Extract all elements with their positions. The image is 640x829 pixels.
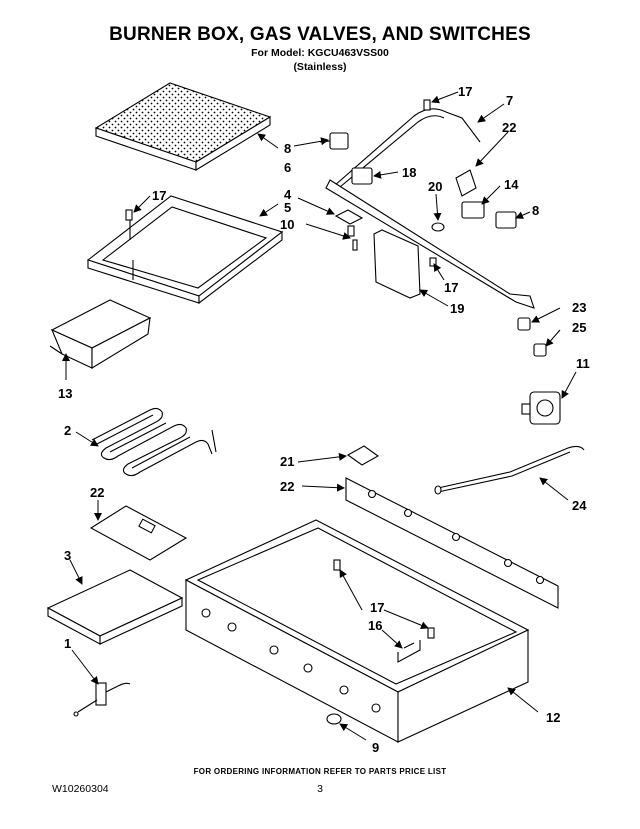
switch-part [73, 682, 131, 717]
callout-21: 21 [280, 454, 294, 469]
callout-17-bottom: 17 [370, 600, 384, 615]
callout-17-middle: 17 [444, 280, 458, 295]
callout-10: 10 [280, 217, 294, 232]
burner-box-part [184, 519, 530, 743]
callout-16: 16 [368, 618, 382, 633]
callout-20: 20 [428, 179, 442, 194]
heat-shield-plate-part [89, 505, 188, 561]
callout-14: 14 [504, 177, 519, 192]
callout-5: 5 [284, 200, 291, 215]
callout-13: 13 [58, 386, 72, 401]
callout-19: 19 [450, 301, 464, 316]
bracket-22-part [455, 169, 477, 197]
model-line: For Model: KGCU463VSS00 [251, 47, 389, 59]
callout-3: 3 [64, 548, 71, 563]
drip-tray-part [49, 299, 152, 369]
callout-11: 11 [576, 356, 590, 371]
callout-17-frame: 17 [152, 188, 166, 203]
callout-23: 23 [572, 300, 586, 315]
callout-6: 6 [284, 160, 291, 175]
gas-valve-14-part [461, 201, 485, 219]
callout-22-upper: 22 [502, 120, 516, 135]
fitting-25-part [533, 343, 547, 357]
finish-line: (Stainless) [293, 61, 347, 73]
ordering-note: FOR ORDERING INFORMATION REFER TO PARTS … [193, 767, 447, 776]
document-number: W10260304 [52, 783, 109, 795]
gas-tube-part [434, 445, 585, 495]
manifold-pipe-part [325, 108, 535, 309]
heating-element-part [91, 407, 217, 477]
fitting-23-part [517, 317, 531, 331]
callout-17-top: 17 [458, 84, 472, 99]
bottom-pan-part [46, 569, 184, 645]
bracket-16-part [397, 640, 421, 663]
gas-valve-18-part [351, 167, 373, 185]
burner-frame-part [86, 195, 284, 305]
small-plate-part [346, 445, 380, 466]
callout-8-lower: 8 [532, 203, 539, 218]
callout-25: 25 [572, 320, 586, 335]
callout-9: 9 [372, 740, 379, 755]
knob-9-part [326, 713, 342, 725]
callout-4: 4 [284, 187, 292, 202]
callout-labels: 17 7 22 8 6 18 20 14 8 17 4 5 10 17 19 2… [58, 84, 590, 755]
callout-7: 7 [506, 93, 513, 108]
callout-22-middle: 22 [280, 479, 294, 494]
callout-12: 12 [546, 710, 560, 725]
callout-2: 2 [64, 423, 71, 438]
page-number: 3 [317, 783, 323, 795]
callout-24: 24 [572, 498, 587, 513]
regulator-part [521, 391, 561, 425]
callout-8-upper: 8 [284, 141, 291, 156]
disc-part [431, 222, 445, 232]
perforated-panel-part [345, 477, 559, 609]
callout-1: 1 [64, 636, 71, 651]
burner-grate-part [94, 82, 272, 171]
clip-part [334, 209, 364, 237]
screws-part [125, 99, 437, 639]
leader-lines [62, 91, 577, 741]
callout-22-lower: 22 [90, 485, 104, 500]
gas-valve-8-lower-part [495, 211, 517, 229]
page-title: BURNER BOX, GAS VALVES, AND SWITCHES [109, 24, 531, 45]
callout-18: 18 [402, 165, 416, 180]
